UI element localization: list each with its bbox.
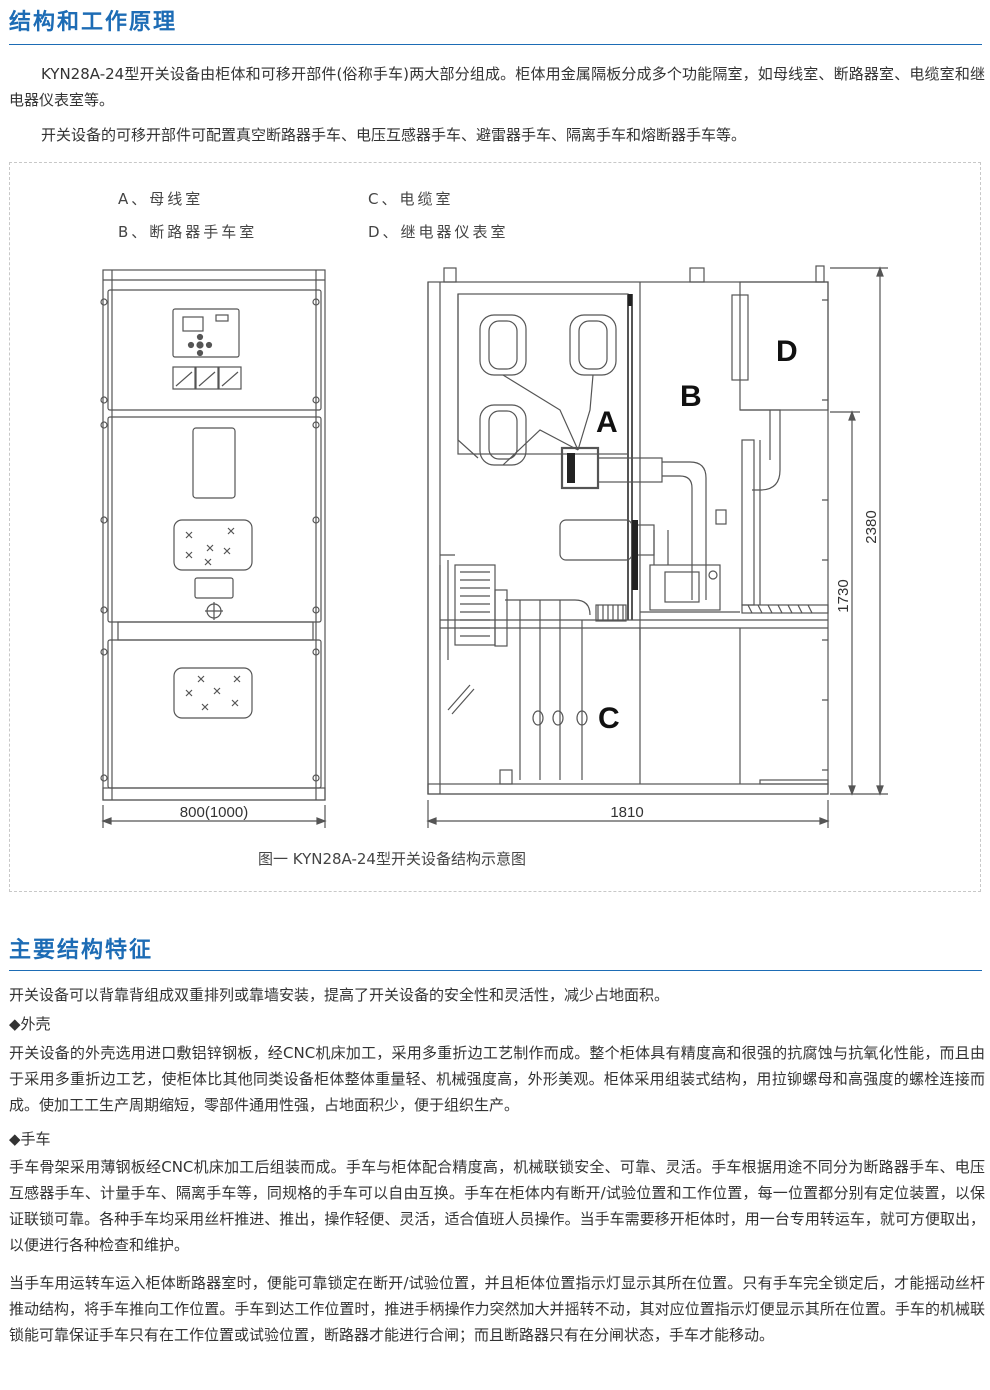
truck-text-1: 手车骨架采用薄钢板经CNC机床加工后组装而成。手车与柜体配合精度高，机械联锁安全… xyxy=(9,1158,985,1254)
truck-heading: ◆手车 xyxy=(9,1130,51,1148)
dim-depth: 1810 xyxy=(610,804,643,821)
dim-front-width: 800(1000) xyxy=(180,804,248,821)
section-divider xyxy=(9,970,982,971)
figure-caption: 图一 KYN28A-24型开关设备结构示意图 xyxy=(258,850,526,868)
section-divider xyxy=(9,44,982,45)
label-c: C xyxy=(598,702,620,735)
section-title-structure: 结构和工作原理 xyxy=(9,10,178,35)
truck-text-2: 当手车用运转车运入柜体断路器室时，便能可靠锁定在断开/试验位置，并且柜体位置指示… xyxy=(9,1274,985,1344)
features-intro: 开关设备可以背靠背组成双重排列或靠墙安装，提高了开关设备的安全性和灵活性，减少占… xyxy=(9,986,670,1004)
section-title-features: 主要结构特征 xyxy=(9,938,154,963)
front-view xyxy=(100,269,327,828)
dim-height-lower: 1730 xyxy=(835,579,852,612)
shell-heading: ◆外壳 xyxy=(9,1015,51,1033)
side-view xyxy=(426,265,888,828)
label-a: A xyxy=(596,406,618,439)
shell-text: 开关设备的外壳选用进口敷铝锌钢板，经CNC机床加工，采用多重折边工艺制作而成。整… xyxy=(9,1044,985,1114)
legend-c: C、电缆室 xyxy=(368,190,454,208)
dim-height-total: 2380 xyxy=(863,510,880,543)
figure-frame xyxy=(9,162,981,892)
intro-paragraph-1: KYN28A-24型开关设备由柜体和可移开部件(俗称手车)两大部分组成。柜体用金… xyxy=(9,65,985,109)
legend-b: B、断路器手车室 xyxy=(118,223,258,241)
label-d: D xyxy=(776,335,798,368)
switchgear-diagram: A B C D 800(1000) 1810 2380 1730 xyxy=(100,265,888,828)
legend-d: D、继电器仪表室 xyxy=(368,223,509,241)
legend-a: A、母线室 xyxy=(118,190,204,208)
label-b: B xyxy=(680,380,702,413)
intro-paragraph-2: 开关设备的可移开部件可配置真空断路器手车、电压互感器手车、避雷器手车、隔离手车和… xyxy=(41,126,747,144)
